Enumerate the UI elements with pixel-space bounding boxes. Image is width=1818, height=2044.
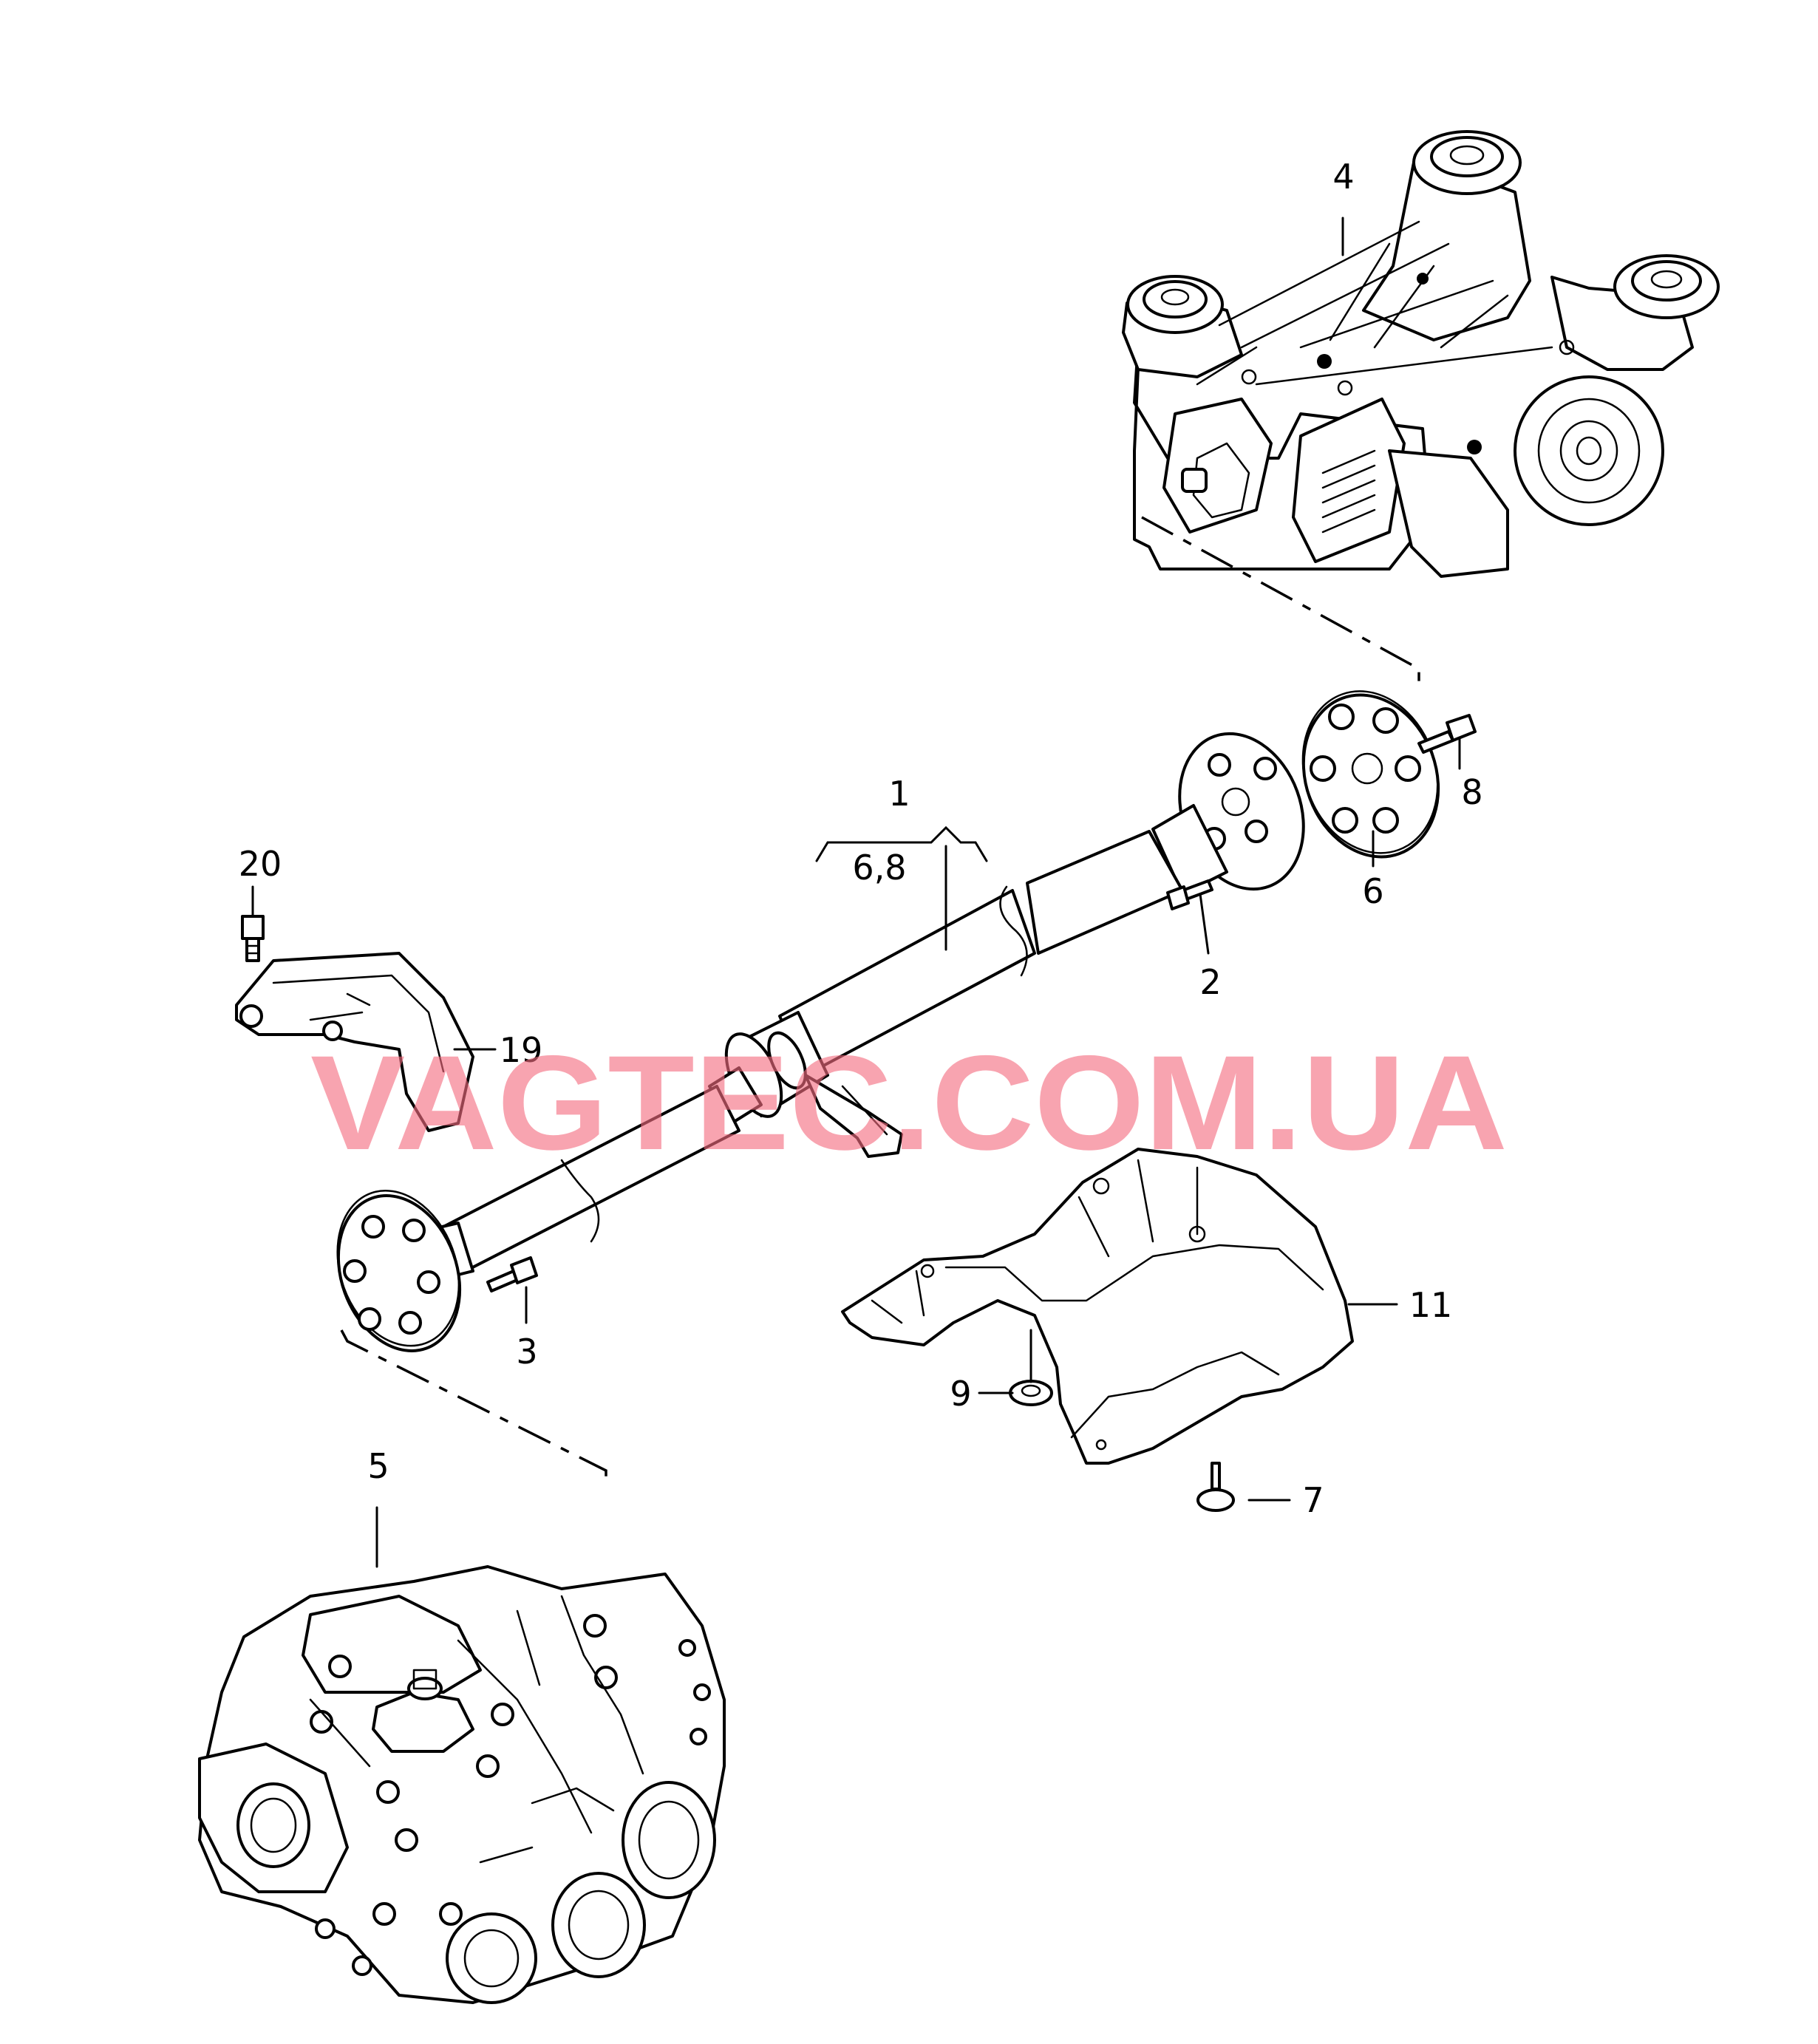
bolt-2 (1166, 879, 1213, 910)
leader-lines (251, 217, 1461, 1568)
assembly-line-upper (1141, 516, 1420, 684)
callout-8: 8 (1461, 772, 1482, 812)
flex-disc (1301, 690, 1440, 859)
watermark: VAGTEC.COM.UA (310, 1027, 1508, 1178)
callout-19: 19 (500, 1030, 543, 1070)
heat-shield-small (235, 915, 474, 1132)
callout-5: 5 (367, 1446, 389, 1486)
callout-1: 1 (888, 774, 910, 814)
bolt-3 (486, 1256, 538, 1292)
callout-4: 4 (1332, 157, 1354, 197)
assembly-line-lower (340, 1329, 607, 1485)
heat-shield-large (841, 1148, 1354, 1512)
propeller-shaft (336, 732, 1305, 1352)
callout-20: 20 (239, 844, 282, 884)
callout-9: 9 (950, 1374, 971, 1414)
rear-differential (1122, 130, 1720, 578)
callout-6: 6 (1362, 871, 1383, 911)
gearbox (198, 1565, 726, 2004)
callout-1-subparts: 6,8 (852, 848, 906, 888)
callout-2: 2 (1199, 962, 1221, 1002)
callout-7: 7 (1302, 1480, 1324, 1520)
bolt-8 (1417, 714, 1477, 754)
callout-3: 3 (516, 1332, 537, 1372)
callout-11: 11 (1409, 1285, 1453, 1325)
